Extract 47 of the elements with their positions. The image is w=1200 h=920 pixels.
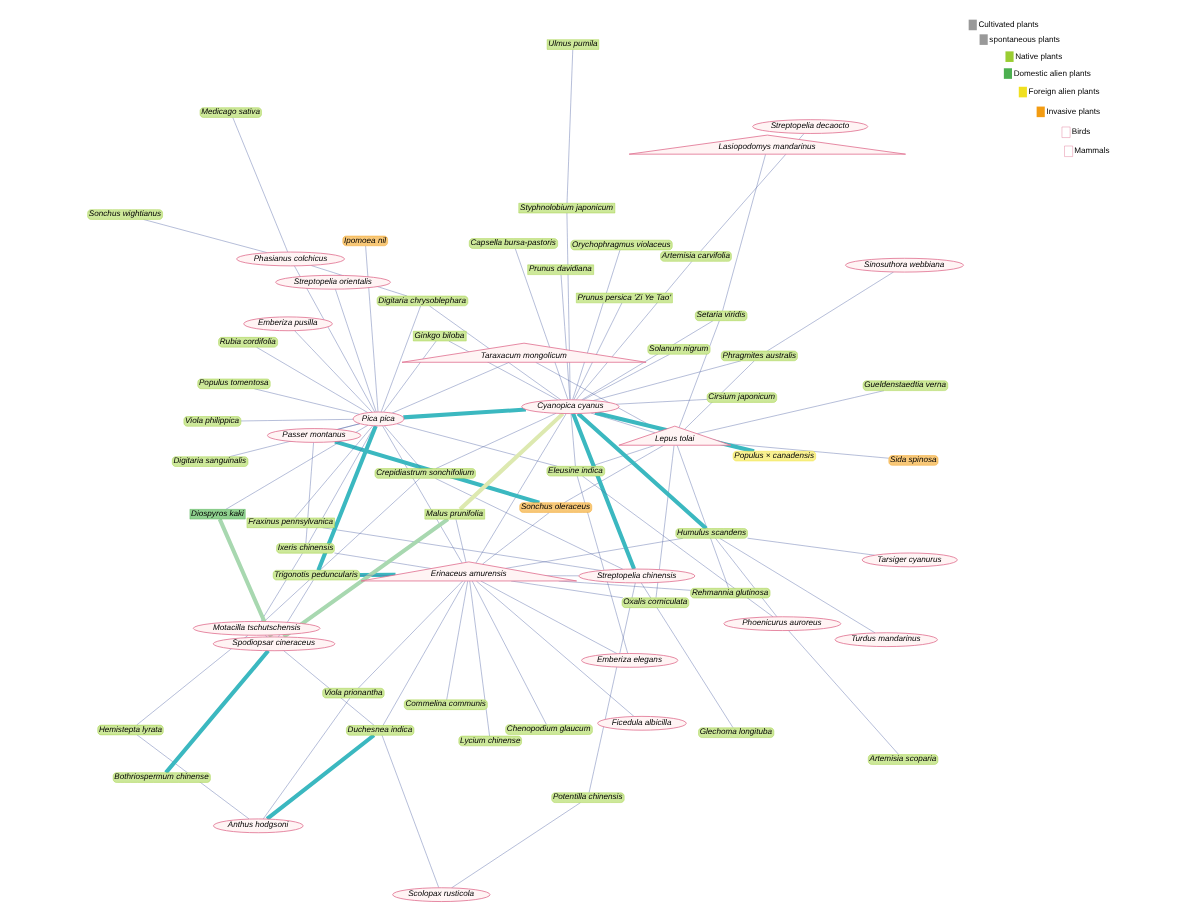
connector <box>583 354 670 401</box>
connector <box>590 445 656 467</box>
connector <box>505 538 683 569</box>
connector <box>282 517 450 639</box>
connector <box>435 478 624 570</box>
connector <box>403 407 526 420</box>
connector <box>164 649 270 774</box>
connector <box>475 413 567 564</box>
connector <box>322 527 602 571</box>
connector <box>435 413 557 469</box>
connector <box>316 425 378 571</box>
connector <box>391 362 510 414</box>
connector <box>359 572 396 578</box>
connector <box>136 734 250 820</box>
connector <box>722 153 766 311</box>
connector <box>593 360 742 401</box>
connector <box>700 133 805 252</box>
connector <box>308 425 375 544</box>
connector <box>305 442 314 544</box>
connector <box>384 425 422 469</box>
connector <box>588 582 636 793</box>
connector <box>337 423 361 430</box>
connector <box>678 320 720 428</box>
connector <box>458 412 565 511</box>
connector <box>334 439 540 505</box>
connector <box>566 212 571 400</box>
connector <box>334 552 432 569</box>
connector <box>590 412 656 433</box>
connector <box>570 413 576 467</box>
connector <box>655 445 675 598</box>
connector <box>264 478 421 622</box>
connector <box>476 580 635 717</box>
connector <box>564 445 664 503</box>
connector <box>676 445 729 589</box>
connector <box>482 512 550 565</box>
connector <box>615 399 708 405</box>
connector <box>515 248 569 400</box>
connector <box>725 443 889 459</box>
connector <box>265 733 376 821</box>
connector <box>396 423 558 467</box>
connector <box>263 697 351 820</box>
connector <box>641 582 734 728</box>
connector <box>576 412 708 530</box>
connector <box>560 274 571 400</box>
connector <box>294 425 373 518</box>
connector <box>571 412 636 570</box>
connector <box>577 475 628 654</box>
